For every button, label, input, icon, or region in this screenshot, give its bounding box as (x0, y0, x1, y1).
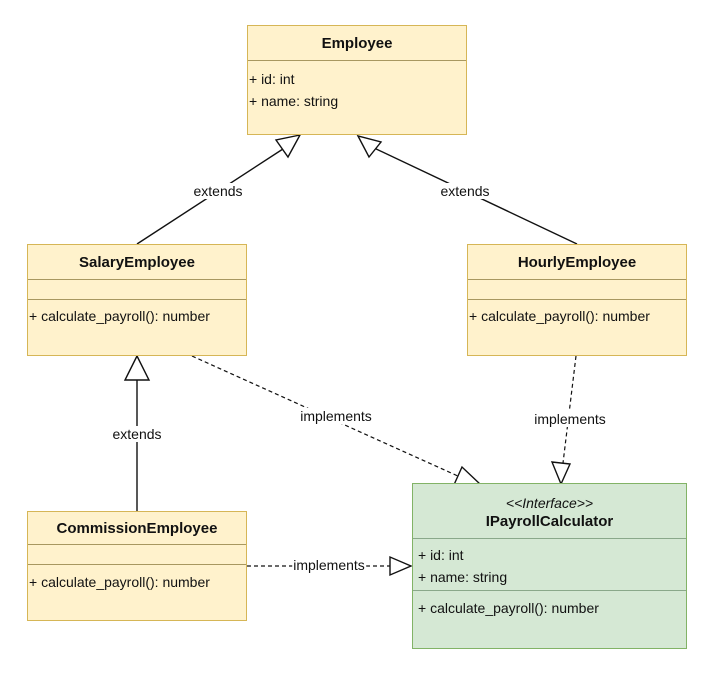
edge-label-commission-extends: extends (111, 426, 163, 442)
attribute: + id: int (249, 71, 295, 87)
method: + calculate_payroll(): number (29, 574, 210, 590)
class-name: IPayrollCalculator (485, 512, 614, 530)
methods-section: + calculate_payroll(): number (413, 591, 686, 619)
class-employee[interactable]: Employee + id: int + name: string (247, 25, 467, 135)
inheritance-arrowhead (356, 134, 383, 159)
method: + calculate_payroll(): number (469, 308, 650, 324)
methods-section: + calculate_payroll(): number (28, 300, 246, 327)
class-name: CommissionEmployee (28, 512, 246, 545)
attribute: + id: int (418, 547, 464, 563)
class-name: SalaryEmployee (28, 245, 246, 280)
realization-arrowhead (389, 555, 413, 577)
attributes-section: + id: int + name: string (248, 61, 466, 112)
attributes-section (28, 545, 246, 565)
class-hourly-employee[interactable]: HourlyEmployee + calculate_payroll(): nu… (467, 244, 687, 356)
edge-label-commission-implements: implements (292, 557, 366, 573)
attributes-section (468, 280, 686, 300)
interface-header: <<Interface>> IPayrollCalculator (413, 484, 686, 539)
method: + calculate_payroll(): number (29, 308, 210, 324)
attribute: + name: string (249, 93, 339, 109)
attribute: + name: string (418, 569, 508, 585)
edge-label-hourly-extends: extends (439, 183, 491, 199)
inheritance-arrowhead (274, 134, 302, 159)
methods-section: + calculate_payroll(): number (468, 300, 686, 327)
attributes-section: + id: int + name: string (413, 539, 686, 591)
edge-label-salary-extends: extends (192, 183, 244, 199)
class-commission-employee[interactable]: CommissionEmployee + calculate_payroll()… (27, 511, 247, 621)
interface-ipayrollcalculator[interactable]: <<Interface>> IPayrollCalculator + id: i… (412, 483, 687, 649)
edge-label-hourly-implements: implements (533, 411, 607, 427)
edge-label-salary-implements: implements (299, 408, 373, 424)
edge-hourly-implements-payroll (562, 355, 577, 464)
realization-arrowhead (550, 461, 572, 486)
class-salary-employee[interactable]: SalaryEmployee + calculate_payroll(): nu… (27, 244, 247, 356)
class-name: Employee (248, 26, 466, 61)
class-name: HourlyEmployee (468, 245, 686, 280)
method: + calculate_payroll(): number (418, 600, 599, 616)
methods-section: + calculate_payroll(): number (28, 565, 246, 593)
inheritance-arrowhead (123, 354, 151, 381)
attributes-section (28, 280, 246, 300)
stereotype: <<Interface>> (505, 494, 594, 511)
